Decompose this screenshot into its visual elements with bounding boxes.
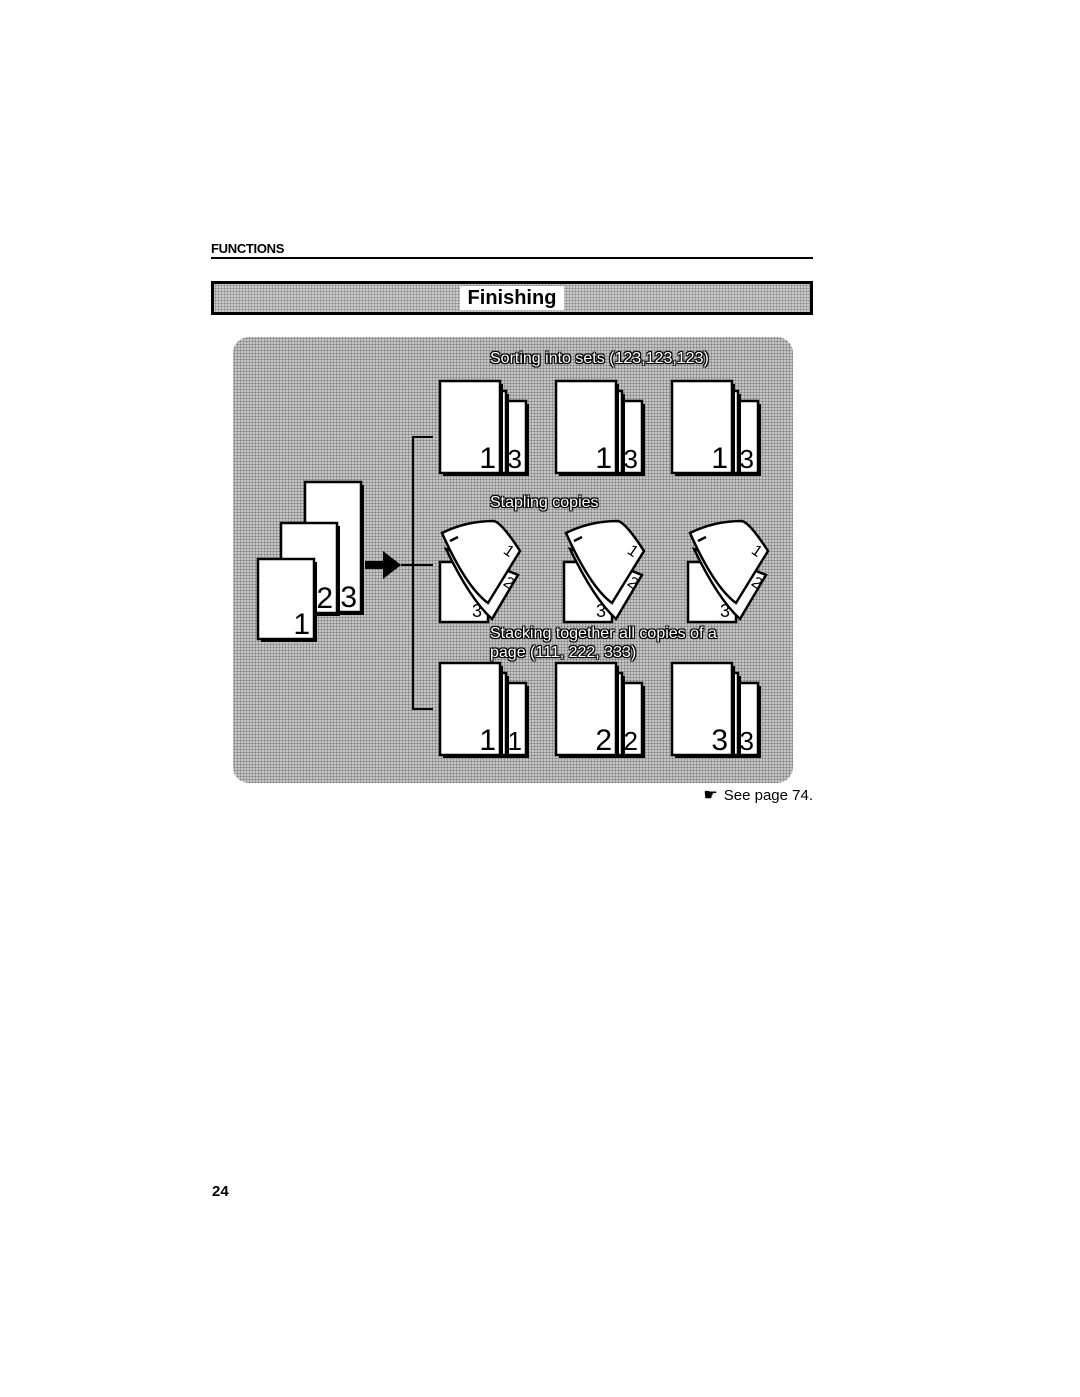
sheet-number: 1 [711, 442, 728, 475]
sheet-number: 2 [595, 724, 612, 757]
staple-group: 321 321 321 [438, 519, 770, 624]
sheet [670, 661, 734, 757]
caption-stapling: Stapling copies [490, 494, 599, 511]
sheet-number: 1 [595, 442, 612, 475]
sheet-number: 2 [624, 726, 638, 756]
staple-icon [697, 535, 707, 543]
sheet [554, 379, 618, 475]
stack-set-2: 222 [554, 661, 645, 758]
sheet-front: 3 [670, 661, 735, 758]
sort-set-3: 321 [670, 379, 761, 476]
see-page-text: See page 74. [723, 787, 813, 804]
right-arrow-icon [365, 551, 401, 579]
sheet-front: 2 [554, 661, 619, 758]
caption-stacking-line1: Stacking together all copies of a [490, 625, 717, 642]
staple-set-1: 321 [438, 519, 522, 624]
flow-bracket [412, 436, 433, 710]
sheet-front [440, 519, 522, 605]
sheet-number: 2 [316, 582, 333, 615]
sheet-front: 1 [554, 379, 619, 476]
sheet-number: 3 [624, 444, 638, 474]
section-label: FUNCTIONS [211, 241, 285, 256]
sheet-number: 3 [340, 581, 357, 614]
pointing-hand-icon: ☛ [703, 786, 718, 804]
sort-set-2: 321 [554, 379, 645, 476]
staple-icon [449, 535, 459, 543]
sheet-number: 1 [508, 726, 522, 756]
staple-icon [573, 535, 583, 543]
sort-group: 321 321 321 [438, 379, 761, 476]
sheet-number: 3 [596, 601, 606, 621]
sheet-number: 3 [508, 444, 522, 474]
original-page-1: 1 [256, 557, 317, 642]
sheet-number: 3 [472, 601, 482, 621]
page-number: 24 [212, 1183, 229, 1200]
flow-group [365, 436, 433, 710]
stack-set-3: 333 [670, 661, 761, 758]
section-rule [211, 257, 813, 259]
sheet [438, 661, 502, 757]
sheet-front [564, 519, 646, 605]
sheet-front: 1 [670, 379, 735, 476]
originals-group: 321 [256, 480, 364, 642]
see-page-reference: ☛ See page 74. [703, 787, 813, 804]
sheet [256, 557, 316, 641]
sheet-front: 1 [438, 661, 503, 758]
sheet-front [688, 519, 770, 605]
sheet [554, 661, 618, 757]
sheet-front: 1 [438, 379, 503, 476]
staple-set-3: 321 [686, 519, 770, 624]
sheet-number: 1 [293, 608, 310, 641]
sheet [438, 379, 502, 475]
sheet-number: 3 [740, 726, 754, 756]
sheet [670, 379, 734, 475]
page-title: Finishing [459, 286, 565, 310]
sheet-number: 3 [720, 601, 730, 621]
sheet-number: 1 [479, 724, 496, 757]
stack-group: 111 222 333 [438, 661, 761, 758]
title-banner: Finishing [211, 281, 813, 315]
stack-set-1: 111 [438, 661, 529, 758]
sheet-number: 3 [711, 724, 728, 757]
staple-set-2: 321 [562, 519, 646, 624]
caption-stacking-line2: page (111, 222, 333) [490, 644, 637, 661]
sheet-number: 3 [740, 444, 754, 474]
caption-sorting: Sorting into sets (123,123,123) [490, 350, 709, 367]
sort-set-1: 321 [438, 379, 529, 476]
sheet-number: 1 [479, 442, 496, 475]
